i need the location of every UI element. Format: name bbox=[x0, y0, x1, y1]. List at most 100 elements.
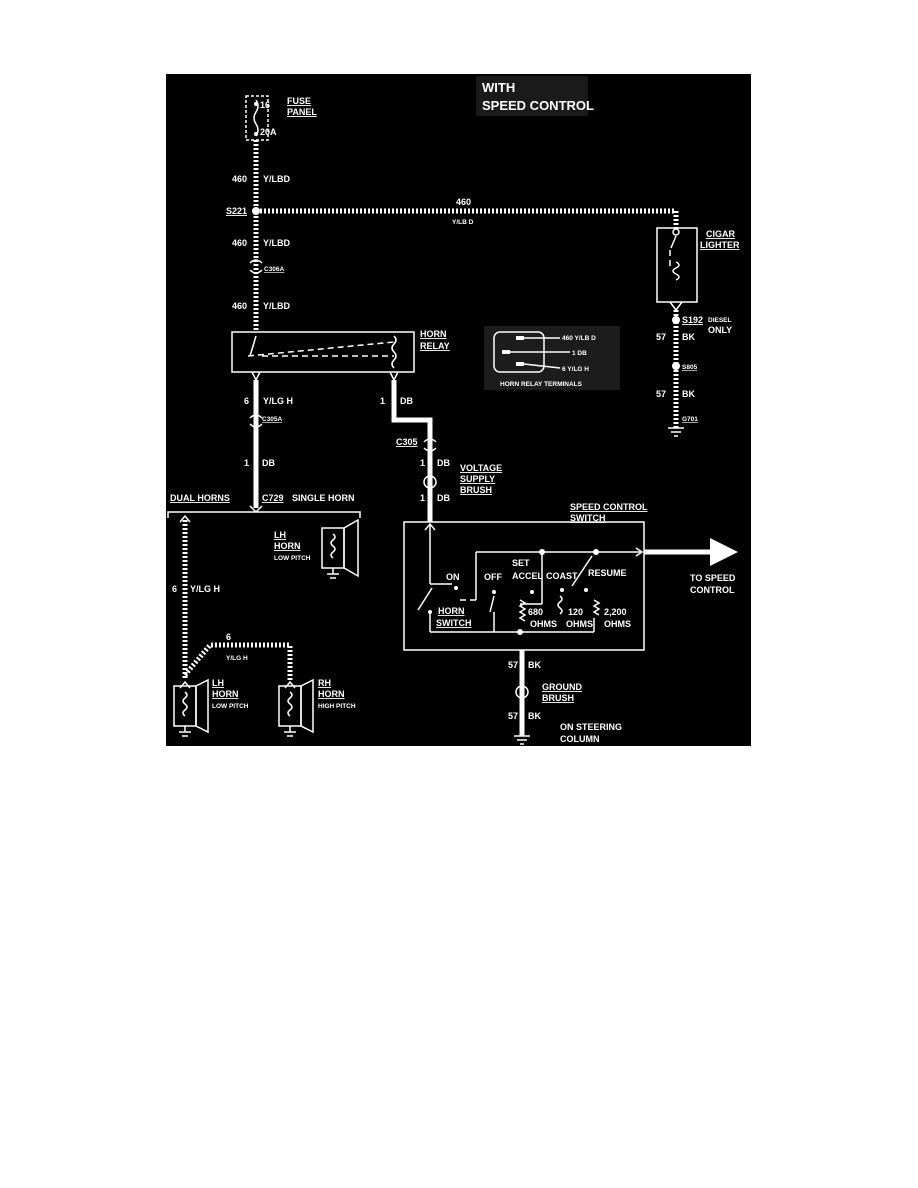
wire-1-c305a-num: 1 bbox=[244, 458, 249, 468]
single-lh-horn: LH HORN LOW PITCH bbox=[274, 518, 359, 579]
header-line-2: SPEED CONTROL bbox=[482, 98, 594, 113]
splice-s221-label: S221 bbox=[226, 206, 247, 216]
dual-lh-horn: LH HORN LOW PITCH bbox=[173, 678, 249, 737]
wire-57-a-num: 57 bbox=[656, 332, 666, 342]
ground-symbol-g701 bbox=[668, 427, 684, 437]
wire-57-b-num: 57 bbox=[656, 389, 666, 399]
ground-brush-label-2: BRUSH bbox=[542, 693, 574, 703]
cigar-lighter-label-2: LIGHTER bbox=[700, 240, 740, 250]
dual-lh-horn-label-2: HORN bbox=[212, 689, 239, 699]
wire-6-rh bbox=[183, 642, 293, 680]
wire-460-mid-num: 460 bbox=[232, 238, 247, 248]
connector-c305-label: C305 bbox=[396, 437, 418, 447]
wire-460-mid-color: Y/LBD bbox=[263, 238, 291, 248]
ground-g701-label: G701 bbox=[682, 416, 698, 423]
switch-set-label-2: ACCEL bbox=[512, 571, 544, 581]
wire-1-c305a-color: DB bbox=[262, 458, 275, 468]
speed-switch-title-2: SWITCH bbox=[570, 513, 606, 523]
single-lh-horn-label-2: HORN bbox=[274, 541, 301, 551]
dual-rh-horn-label-1: RH bbox=[318, 678, 331, 688]
wire-1-relay-color: DB bbox=[400, 396, 413, 406]
wire-460-low-num: 460 bbox=[232, 301, 247, 311]
column-label-1: ON STEERING bbox=[560, 722, 622, 732]
switch-resume-label: RESUME bbox=[588, 568, 627, 578]
connector-c306a bbox=[249, 259, 263, 274]
splice-s805 bbox=[672, 362, 680, 370]
to-speed-control-label-1: TO SPEED bbox=[690, 573, 736, 583]
wire-57-c-num: 57 bbox=[508, 660, 518, 670]
ground-brush bbox=[515, 685, 529, 699]
voltage-brush-label-1: VOLTAGE bbox=[460, 463, 502, 473]
wire-1-c305a-right-color: DB bbox=[437, 458, 450, 468]
wire-6-relay-num: 6 bbox=[244, 396, 249, 406]
voltage-brush-label-3: BRUSH bbox=[460, 485, 492, 495]
wire-6-dual-color: Y/LG H bbox=[190, 584, 220, 594]
dual-rh-horn-label-3: HIGH PITCH bbox=[318, 703, 356, 710]
speed-switch-title-1: SPEED CONTROL bbox=[570, 502, 648, 512]
wire-6-dual-num: 6 bbox=[172, 584, 177, 594]
connector-c305 bbox=[423, 438, 437, 452]
wire-460-h-color: Y/LB D bbox=[452, 219, 474, 226]
diagram-panel bbox=[166, 74, 751, 746]
wire-1-lower-num: 1 bbox=[420, 493, 425, 503]
wire-57-d-num: 57 bbox=[508, 711, 518, 721]
splice-s805-label: S805 bbox=[682, 364, 698, 371]
to-speed-control-label-2: CONTROL bbox=[690, 585, 735, 595]
fuse-number: 16 bbox=[260, 100, 270, 110]
wire-57-c-color: BK bbox=[528, 660, 541, 670]
resistor-2200-label-1: 2,200 bbox=[604, 607, 627, 617]
wire-57-b-color: BK bbox=[682, 389, 695, 399]
wire-460-top-color: Y/LBD bbox=[263, 174, 291, 184]
wire-460-low-color: Y/LBD bbox=[263, 301, 291, 311]
horn-relay-label-1: HORN bbox=[420, 329, 447, 339]
resistor-2200-label-2: OHMS bbox=[604, 619, 631, 629]
resistor-680-label-1: 680 bbox=[528, 607, 543, 617]
wire-1-c305a-right-num: 1 bbox=[420, 458, 425, 468]
terminal-3-label: 6 Y/LG H bbox=[562, 366, 589, 373]
wire-460-h-num: 460 bbox=[456, 197, 471, 207]
connector-c305a-label: C305A bbox=[262, 416, 283, 423]
header-line-1: WITH bbox=[482, 80, 515, 95]
dual-rh-horn-label-2: HORN bbox=[318, 689, 345, 699]
connector-c729-label: C729 bbox=[262, 493, 284, 503]
wire-1-lower-color: DB bbox=[437, 493, 450, 503]
terminal-1-label: 460 Y/LB D bbox=[562, 335, 596, 342]
header-patch bbox=[476, 76, 588, 116]
wire-6-relay-color: Y/LG H bbox=[263, 396, 293, 406]
horn-relay-terminals-inset: 460 Y/LB D 1 DB 6 Y/LG H HORN RELAY TERM… bbox=[484, 326, 620, 390]
fuse-rating: 20A bbox=[260, 127, 277, 137]
resistor-120-label-2: OHMS bbox=[566, 619, 593, 629]
diesel-label-2: ONLY bbox=[708, 325, 732, 335]
splice-s192 bbox=[672, 316, 680, 324]
ground-brush-label-1: GROUND bbox=[542, 682, 582, 692]
fuse-label-2: PANEL bbox=[287, 107, 317, 117]
wire-1-db bbox=[391, 380, 433, 522]
dual-lh-horn-label-1: LH bbox=[212, 678, 224, 688]
wire-57-d-color: BK bbox=[528, 711, 541, 721]
horn-switch-label-2: SWITCH bbox=[436, 618, 472, 628]
terminals-caption: HORN RELAY TERMINALS bbox=[500, 381, 583, 388]
single-lh-horn-label-3: LOW PITCH bbox=[274, 555, 311, 562]
dual-lh-horn-label-3: LOW PITCH bbox=[212, 703, 249, 710]
column-label-2: COLUMN bbox=[560, 734, 600, 744]
horn-relay-label-2: RELAY bbox=[420, 341, 450, 351]
fuse-label-1: FUSE bbox=[287, 96, 311, 106]
wire-6-rh-num: 6 bbox=[226, 632, 231, 642]
switch-off-label: OFF bbox=[484, 572, 502, 582]
wire-460-top-num: 460 bbox=[232, 174, 247, 184]
resistor-680-label-2: OHMS bbox=[530, 619, 557, 629]
horn-switch-label-1: HORN bbox=[438, 606, 465, 616]
switch-on-label: ON bbox=[446, 572, 460, 582]
dual-horn-bracket bbox=[167, 511, 361, 518]
connector-c305a bbox=[249, 414, 263, 428]
dual-rh-horn: RH HORN HIGH PITCH bbox=[278, 678, 356, 737]
ground-symbol-column bbox=[514, 735, 530, 745]
to-speed-control-arrow bbox=[710, 538, 738, 566]
cigar-lighter: CIGAR LIGHTER bbox=[656, 227, 740, 312]
splice-s192-label: S192 bbox=[682, 315, 703, 325]
wire-6-rh-color: Y/LG H bbox=[226, 655, 248, 662]
connector-c306a-label: C306A bbox=[264, 266, 285, 273]
single-horn-label: SINGLE HORN bbox=[292, 493, 355, 503]
wire-1-relay-num: 1 bbox=[380, 396, 385, 406]
